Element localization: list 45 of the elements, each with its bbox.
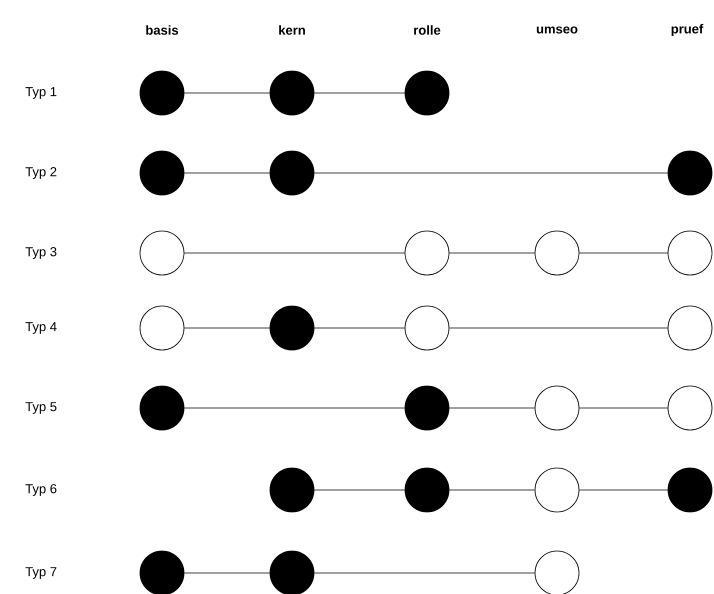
open-circle (534, 386, 580, 430)
filled-circle (668, 468, 712, 512)
row-label: Typ 3 (26, 247, 56, 259)
filled-circle (140, 70, 184, 116)
filled-circle (270, 150, 314, 196)
filled-circle (404, 70, 450, 116)
connector-line (184, 252, 405, 254)
filled-circle (270, 468, 314, 512)
column-header: rolle (414, 25, 440, 35)
connector-line (449, 252, 535, 254)
filled-circle (404, 468, 450, 512)
connector-line (184, 172, 270, 174)
row-label: Typ 2 (26, 167, 56, 179)
connector-line (314, 92, 405, 94)
connector-line (314, 572, 535, 574)
column-header: pruef (672, 24, 704, 36)
open-circle (668, 230, 712, 276)
filled-circle (270, 70, 314, 116)
column-header: basis (146, 25, 178, 35)
open-circle (404, 306, 450, 350)
connector-line (314, 172, 668, 174)
row-label: Typ 6 (26, 484, 56, 496)
row-label: Typ 5 (26, 402, 56, 414)
row-label: Typ 7 (26, 567, 56, 579)
column-header: umseo (536, 26, 578, 34)
filled-circle (140, 550, 184, 594)
filled-circle (270, 550, 314, 594)
row-label: Typ 1 (26, 87, 56, 99)
open-circle (140, 306, 184, 350)
column-header: kern (279, 25, 305, 35)
filled-circle (270, 306, 314, 350)
open-circle (140, 230, 184, 276)
filled-circle (140, 150, 184, 196)
connector-line (184, 572, 270, 574)
open-circle (534, 230, 580, 276)
open-circle (668, 386, 712, 430)
filled-circle (140, 386, 184, 430)
open-circle (404, 230, 450, 276)
open-circle (534, 468, 580, 512)
filled-circle (668, 150, 712, 196)
row-label: Typ 4 (26, 322, 57, 334)
filled-circle (404, 386, 450, 430)
connector-line (184, 92, 270, 94)
connector-line (579, 252, 668, 254)
open-circle (668, 306, 712, 350)
